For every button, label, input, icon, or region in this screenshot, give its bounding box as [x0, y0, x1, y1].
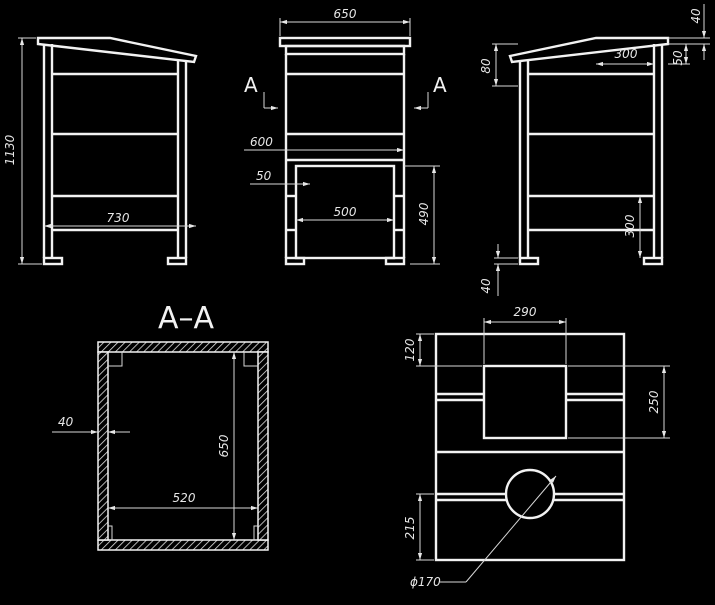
- section-marker-right: A: [433, 73, 447, 97]
- dim-top-thickness: 40: [689, 8, 703, 24]
- section-marker-left: A: [244, 73, 258, 97]
- dim-opening-height: 490: [417, 202, 431, 225]
- plan-view: 290 120 250 215 ϕ170: [403, 305, 670, 589]
- dim-section-width: 520: [173, 491, 196, 505]
- side-view-left: 1130 730: [3, 36, 198, 266]
- section-a-a: A–A 40 650 520: [52, 301, 269, 551]
- dim-opening-width: 500: [334, 205, 357, 219]
- dim-roof-offset: 50: [671, 50, 685, 66]
- dim-side-low: 300: [623, 214, 637, 237]
- dim-roof-rise: 80: [479, 58, 493, 74]
- dim-front-width: 650: [334, 7, 357, 21]
- dim-section-depth: 650: [217, 434, 231, 457]
- dim-plan-hole-offset: 215: [403, 517, 417, 540]
- dim-plan-slot-height: 250: [647, 390, 661, 413]
- dim-front-inner: 600: [250, 135, 273, 149]
- dim-plan-slot-width: 290: [514, 305, 537, 319]
- dim-front-offset: 50: [256, 169, 272, 183]
- section-title: A–A: [158, 301, 215, 336]
- side-view-right: 40 80 300 50 300 40: [479, 4, 710, 296]
- dim-plan-top-offset: 120: [403, 338, 417, 361]
- dim-plan-hole-diameter: ϕ170: [410, 575, 441, 589]
- dim-roof-overhang: 300: [615, 47, 638, 61]
- dim-foot-height: 40: [479, 278, 493, 294]
- dim-side-width: 730: [107, 211, 130, 225]
- front-view: 650 A A 600 50 500 490: [244, 7, 447, 266]
- dim-section-wall: 40: [58, 415, 74, 429]
- dim-side-height: 1130: [3, 134, 17, 165]
